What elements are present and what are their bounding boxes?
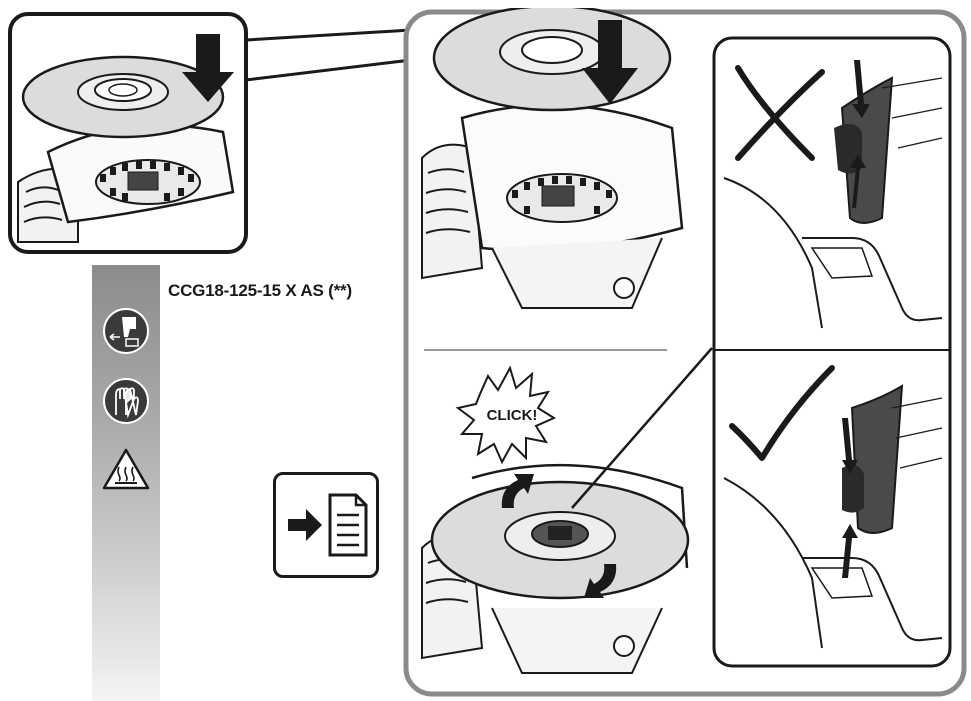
- disc-locked-illustration: [421, 463, 690, 674]
- click-starburst: [455, 365, 557, 465]
- check-mark-icon: [729, 365, 835, 461]
- inset-connector: [246, 20, 414, 100]
- cross-mark-icon: [735, 65, 825, 161]
- disc-lowering-illustration: [421, 8, 684, 309]
- refer-to-manual-box: [273, 472, 379, 578]
- hot-surface-warning-icon: [102, 447, 150, 491]
- click-label: CLICK!: [486, 407, 538, 424]
- correct-fit-detail: [723, 384, 943, 649]
- safety-sidebar: [92, 265, 160, 701]
- gloves-icon: [102, 377, 150, 425]
- wrong-fit-detail: [723, 60, 943, 329]
- main-panel: CLICK!: [402, 8, 968, 698]
- model-label: CCG18-125-15 X AS (**): [168, 281, 352, 300]
- remove-battery-icon: [102, 307, 150, 355]
- detail-inset: [8, 12, 248, 254]
- refer-to-manual-icon: [288, 493, 368, 557]
